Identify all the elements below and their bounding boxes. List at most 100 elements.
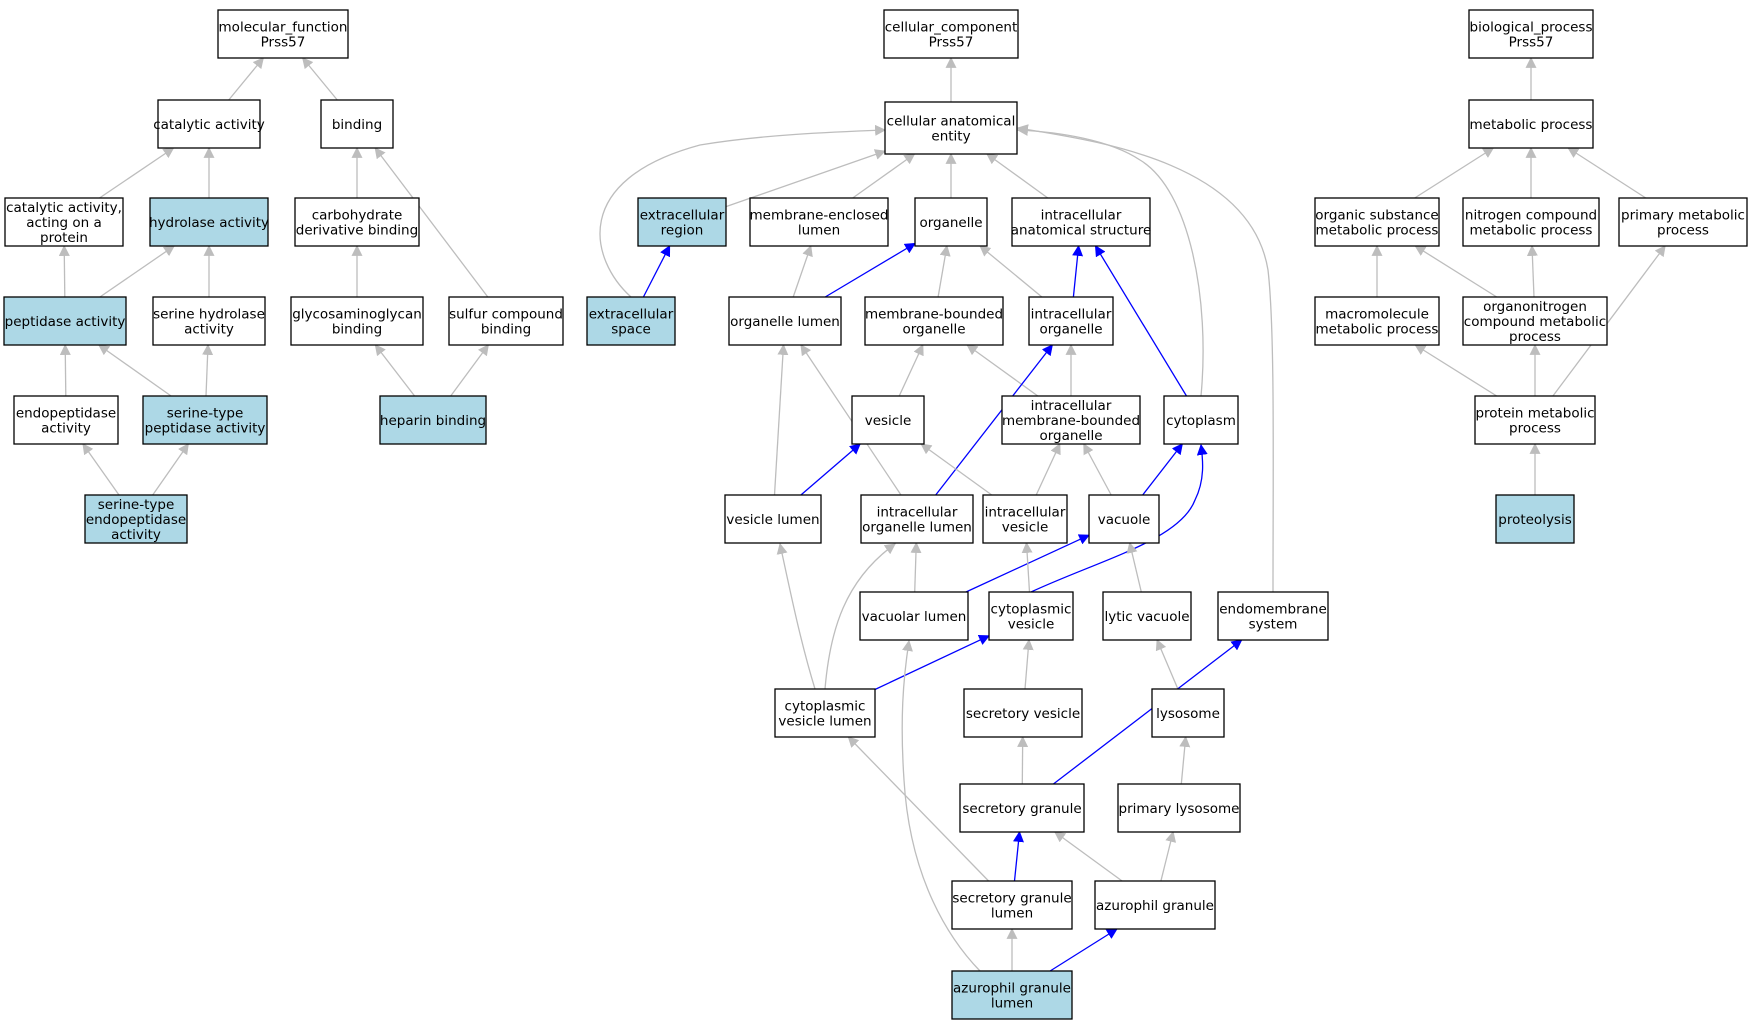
node-catalytic: catalytic activity <box>153 99 265 149</box>
node-box <box>963 688 1083 738</box>
node-box <box>1102 591 1192 641</box>
node-label: vesicle lumen <box>778 714 871 730</box>
node-label: secretory granule <box>952 891 1071 907</box>
node-box <box>152 296 266 346</box>
edge-sgl-to-secretory_granule <box>1013 830 1024 882</box>
node-box <box>982 494 1068 544</box>
node-box <box>448 296 564 346</box>
node-label: metabolic process <box>1316 322 1439 338</box>
node-box <box>149 197 269 247</box>
edge-primary_metabolic-to-metabolic <box>1567 147 1647 199</box>
node-label: organonitrogen <box>1483 299 1587 315</box>
node-box <box>1468 9 1594 59</box>
node-box <box>883 9 1019 59</box>
edge-vacuolar_lumen-to-iol <box>910 541 922 593</box>
edge-heparin-to-gag <box>374 344 416 397</box>
node-box <box>851 395 925 445</box>
node-label: organelle <box>902 322 965 338</box>
node-box <box>1495 494 1575 544</box>
node-box <box>774 688 876 738</box>
node-box <box>864 296 1004 346</box>
node-box <box>290 296 424 346</box>
node-box <box>3 296 127 346</box>
node-label: vacuolar lumen <box>862 609 967 625</box>
node-label: binding <box>332 117 382 133</box>
node-label: peptidase activity <box>5 314 126 330</box>
node-proteolysis: proteolysis <box>1495 494 1575 544</box>
node-organelle-lumen: organelle lumen <box>728 296 842 346</box>
node-secretory-granule: secretory granule <box>959 783 1085 833</box>
node-label: extracellular <box>589 307 674 323</box>
node-box <box>637 197 727 247</box>
node-label: membrane-enclosed <box>750 208 889 224</box>
node-label: metabolic process <box>1470 117 1593 133</box>
node-label: organelle lumen <box>862 520 972 536</box>
node-label: proteolysis <box>1498 512 1572 528</box>
node-organelle: organelle <box>914 197 988 247</box>
edge-cvl-to-iol <box>824 543 896 690</box>
node-label: binding <box>481 322 531 338</box>
node-box <box>1001 395 1141 445</box>
node-label: vesicle <box>1008 617 1055 633</box>
edge-ias-to-cae <box>986 153 1049 199</box>
edge-organelle_lumen-to-mem_enclosed <box>792 244 813 298</box>
edge-intra_org-to-organelle <box>979 245 1043 298</box>
edge-iol-to-organelle_lumen <box>800 344 902 496</box>
node-label: macromolecule <box>1325 307 1429 323</box>
edge-mbo-to-organelle <box>937 244 951 298</box>
edge-organic-to-metabolic <box>1414 147 1495 199</box>
edge-iol-to-intra_org <box>935 344 1053 496</box>
edge-extracellular_space-to-extracellular_region <box>642 245 671 298</box>
node-label: vesicle <box>1002 520 1049 536</box>
edge-agl-to-azurophil_granule <box>1049 928 1118 972</box>
node-label: endomembrane <box>1219 602 1327 618</box>
node-label: process <box>1657 223 1709 239</box>
node-box <box>294 197 420 247</box>
node-box <box>1117 783 1241 833</box>
node-box <box>860 494 974 544</box>
node-vesicle-lumen: vesicle lumen <box>724 494 822 544</box>
node-label: nitrogen compound <box>1465 208 1597 224</box>
node-label: serine hydrolase <box>153 307 265 323</box>
node-label: azurophil granule <box>1096 898 1214 914</box>
node-label: activity <box>41 421 91 437</box>
node-azurophil-granule: azurophil granule <box>1094 880 1216 930</box>
node-label: hydrolase activity <box>149 215 269 231</box>
node-box <box>1462 296 1608 346</box>
node-label: entity <box>931 129 970 145</box>
edge-protein_metabolic-to-primary_metabolic <box>1552 245 1666 397</box>
node-label: acting on a <box>26 215 102 231</box>
edge-organonitrogen-to-organic <box>1414 245 1498 298</box>
node-label: lumen <box>991 996 1033 1012</box>
node-label: lumen <box>798 223 840 239</box>
node-label: catalytic activity <box>153 117 265 133</box>
node-label: catalytic activity, <box>6 200 122 216</box>
node-label: endopeptidase <box>16 406 116 422</box>
edge-lytic_vacuole-to-vacuole <box>1126 541 1142 593</box>
node-label: Prss57 <box>261 35 306 51</box>
edge-organonitrogen-to-nitrogen <box>1526 244 1538 298</box>
node-box <box>4 197 124 247</box>
node-label: secretory granule <box>962 801 1081 817</box>
node-vacuole: vacuole <box>1088 494 1160 544</box>
node-box <box>1314 296 1440 346</box>
edges-layer <box>58 56 1666 972</box>
node-box <box>724 494 822 544</box>
